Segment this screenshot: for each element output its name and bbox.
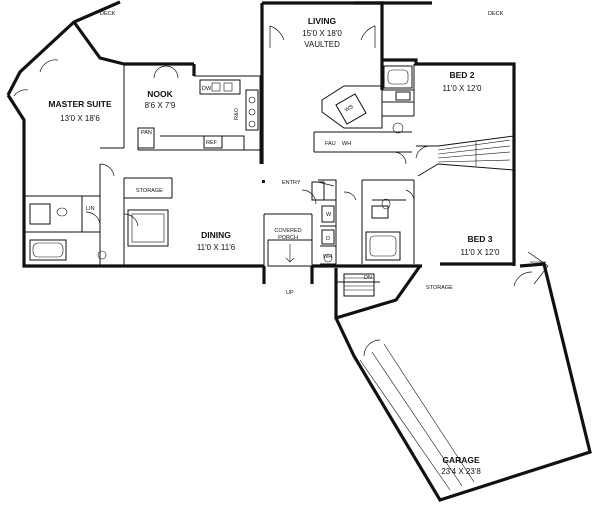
nook-size: 8'6 X 7'9	[145, 101, 176, 110]
door-swings	[13, 25, 549, 357]
master-size: 13'0 X 18'6	[60, 114, 100, 123]
covered-porch-line1: COVERED	[274, 228, 301, 234]
dn-label: DN	[364, 275, 372, 281]
living-name: LIVING	[308, 16, 337, 26]
interior-walls	[24, 64, 515, 283]
wh-hall-label: WH	[342, 141, 351, 147]
bed3-size: 11'0 X 12'0	[461, 248, 500, 257]
dw-label: DW	[202, 86, 212, 92]
up-label: UP	[286, 290, 294, 296]
master-name: MASTER SUITE	[48, 99, 112, 109]
lin-label: LIN	[86, 206, 95, 212]
entry-label: ENTRY	[282, 180, 301, 186]
fau-label: FAU	[325, 141, 336, 147]
nook-name: NOOK	[147, 89, 173, 99]
pan-label: PAN	[141, 130, 152, 136]
deck-right-label: DECK	[488, 11, 504, 17]
exterior-walls	[6, 0, 592, 502]
dining-name: DINING	[201, 230, 231, 240]
d-label: D	[326, 236, 330, 242]
living-note: VAULTED	[304, 40, 340, 49]
storage-inner-label: STORAGE	[136, 188, 163, 194]
garage-name: GARAGE	[442, 455, 480, 465]
bed3-name: BED 3	[467, 234, 492, 244]
dining-size: 11'0 X 11'6	[197, 243, 236, 252]
wh-laundry-label: WH	[323, 254, 332, 260]
w-label: W	[326, 212, 332, 218]
fixtures	[29, 65, 546, 491]
deck-left-label: DECK	[100, 11, 116, 17]
living-size: 15'0 X 18'0	[302, 29, 342, 38]
room-labels: DECK DECK LIVING 15'0 X 18'0 VAULTED BED…	[48, 11, 503, 476]
ref-label: REF	[206, 140, 218, 146]
garage-size: 23'4 X 23'8	[441, 467, 481, 476]
ws-label: WS	[344, 104, 355, 114]
rao-label: R&O	[234, 107, 240, 120]
bed2-name: BED 2	[449, 70, 474, 80]
covered-porch-line2: PORCH	[278, 235, 298, 241]
storage-garage-label: STORAGE	[426, 285, 453, 291]
bed2-size: 11'0 X 12'0	[443, 84, 482, 93]
fixture-labels: DW PAN REF R&O LIN FAU WH WS W D WH DN U…	[86, 86, 372, 296]
